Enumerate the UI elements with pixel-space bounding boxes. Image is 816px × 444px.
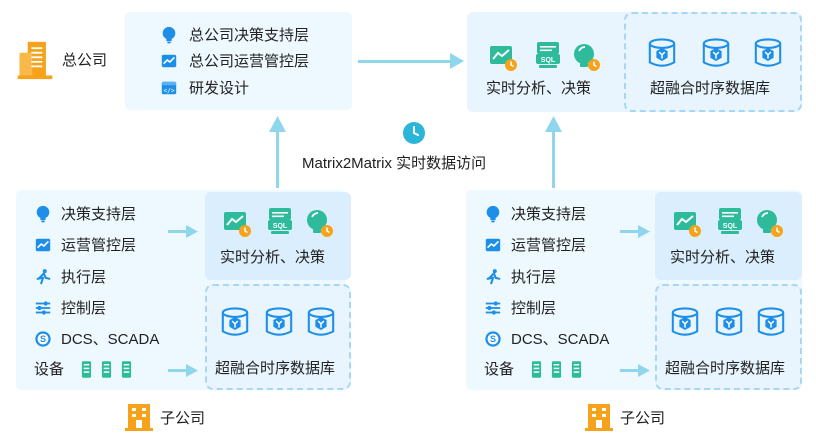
chart-icon [222,208,252,238]
lightbulb-icon [304,208,334,238]
middle-label: Matrix2Matrix 实时数据访问 [302,155,487,172]
lightbulb-icon [160,26,178,44]
left-arrow-head [269,116,286,132]
lightbulb-icon [754,208,784,238]
sql-icon [534,40,564,70]
database-icon [220,306,250,338]
lightbulb-icon [571,42,601,72]
runner-icon [34,268,52,286]
device-icon [551,360,562,379]
dcs-icon [484,330,502,348]
clock-icon [402,121,426,145]
lightbulb-icon [34,205,52,223]
device-icon [81,360,92,379]
chart-icon [34,236,52,254]
chart-icon [672,208,702,238]
sub2-db-label: 超融合时序数据库 [665,360,786,377]
hq-arrow-head [450,53,464,69]
building-icon [585,402,613,432]
hq-db-box [624,12,802,112]
database-icon [670,306,700,338]
sub1-layer-6: 设备 [34,361,65,378]
sub2-layer-6: 设备 [484,361,515,378]
hq-layer-1: 总公司决策支持层 [189,27,310,44]
hq-analysis-label: 实时分析、决策 [486,80,592,97]
sub1-layer-1: 决策支持层 [61,206,137,223]
hq-layer-3: 研发设计 [189,80,250,97]
database-icon [753,37,783,69]
device-icon [531,360,542,379]
right-arrow-head [545,116,562,132]
sub1-layer-2: 运营管控层 [61,237,137,254]
sub2-label: 子公司 [620,410,666,427]
chart-icon [484,236,502,254]
sub2-arrow-top [620,230,640,233]
database-icon [264,306,294,338]
sub1-db-label: 超融合时序数据库 [215,360,336,377]
device-icon [121,360,132,379]
chart-icon [488,42,518,72]
hq-layer-2: 总公司运营管控层 [189,53,310,70]
sub1-db-box [205,284,351,390]
database-icon [701,37,731,69]
sub2-layer-1: 决策支持层 [511,206,587,223]
sub1-arrow-top-head [186,225,198,238]
database-icon [756,306,786,338]
hq-label: 总公司 [62,52,108,69]
sub2-arrow-top-head [638,225,650,238]
device-icon [571,360,582,379]
sub2-arrow-bottom [620,369,640,372]
sub1-layer-4: 控制层 [61,300,107,317]
sql-icon [266,206,296,236]
device-icon [101,360,112,379]
building-icon [125,402,153,432]
sliders-icon [34,299,52,317]
sub2-layer-2: 运营管控层 [511,237,587,254]
sub2-layer-3: 执行层 [511,269,557,286]
dcs-icon [34,330,52,348]
sub2-layer-4: 控制层 [511,300,557,317]
sliders-icon [484,299,502,317]
sub1-layer-5: DCS、SCADA [61,331,160,348]
sub2-arrow-bottom-head [638,364,650,377]
sub1-arrow-bottom-head [186,364,198,377]
sub1-arrow-top [168,230,188,233]
hq-building-icon [15,40,55,80]
sub1-label: 子公司 [160,410,206,427]
database-icon [306,306,336,338]
sub2-db-box [655,284,802,390]
chart-icon [160,52,178,70]
right-vertical-arrow [552,128,555,188]
sub1-layer-3: 执行层 [61,269,107,286]
sql-icon [716,206,746,236]
sub2-analysis-label: 实时分析、决策 [670,249,776,266]
sub1-analysis-label: 实时分析、决策 [220,249,326,266]
database-icon [647,37,677,69]
left-vertical-arrow [276,128,279,188]
hq-arrow-line [358,60,453,63]
sub2-layer-5: DCS、SCADA [511,331,610,348]
database-icon [714,306,744,338]
runner-icon [484,268,502,286]
code-window-icon [160,79,178,97]
lightbulb-icon [484,205,502,223]
sub1-arrow-bottom [168,369,188,372]
hq-db-label: 超融合时序数据库 [650,80,771,97]
